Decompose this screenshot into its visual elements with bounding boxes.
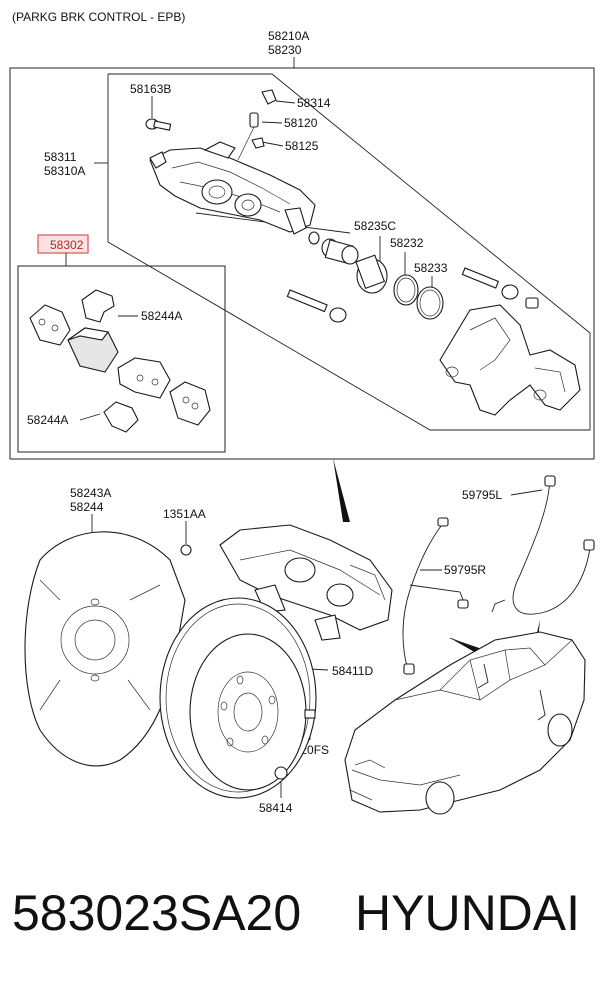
caliper-bracket-drawing: [439, 304, 581, 416]
label-58311[interactable]: 58311: [44, 150, 77, 164]
label-58232[interactable]: 58232: [390, 236, 424, 250]
pad-kit-frame: [17, 265, 226, 453]
caliper-assembly-frame: [9, 67, 595, 460]
brake-disc-drawing: [159, 597, 317, 799]
car-drawing: [344, 631, 586, 815]
label-58302[interactable]: 58302: [50, 238, 84, 252]
brake-caliper-drawing: [149, 141, 316, 235]
brake-pad-drawing: [29, 289, 211, 433]
label-58411D[interactable]: 58411D: [332, 664, 373, 678]
label-58244A-lower[interactable]: 58244A: [27, 413, 68, 427]
plug-58414-drawing: [274, 766, 288, 780]
label-58125[interactable]: 58125: [285, 139, 319, 153]
label-58120[interactable]: 58120: [284, 116, 318, 130]
brand-name: HYUNDAI: [355, 885, 580, 941]
label-58210A[interactable]: 58210A: [268, 29, 309, 43]
label-58243A[interactable]: 58243A: [70, 486, 111, 500]
washer-drawing: [180, 544, 192, 556]
label-59795R[interactable]: 59795R: [444, 563, 486, 577]
bleeder-drawing: [237, 89, 277, 161]
label-58244A-upper[interactable]: 58244A: [141, 309, 182, 323]
label-58233[interactable]: 58233: [414, 261, 448, 275]
piston-seal-drawing: [308, 231, 444, 320]
speed-sensor-left-drawing: [491, 475, 595, 615]
dust-shield-drawing: [24, 531, 186, 767]
speed-sensor-right-drawing: [402, 517, 469, 675]
label-59795L[interactable]: 59795L: [462, 488, 502, 502]
highlight-58302-box[interactable]: [37, 234, 89, 254]
label-58244[interactable]: 58244: [70, 500, 104, 514]
label-58235C[interactable]: 58235C: [354, 219, 396, 233]
label-1351AA[interactable]: 1351AA: [163, 507, 206, 521]
guide-pin-drawing: [286, 267, 539, 323]
label-58310A[interactable]: 58310A: [44, 164, 85, 178]
pointer-arrow: [333, 458, 350, 522]
diagram-title: (PARKG BRK CONTROL - EPB): [12, 10, 185, 24]
bolt-58163b-drawing: [145, 118, 172, 131]
screw-1220fs-drawing: [304, 709, 316, 719]
label-58163B[interactable]: 58163B: [130, 82, 171, 96]
part-number: 583023SA20: [12, 885, 301, 941]
label-58314[interactable]: 58314: [297, 96, 331, 110]
label-58230[interactable]: 58230: [268, 43, 302, 57]
label-58414[interactable]: 58414: [259, 801, 293, 815]
